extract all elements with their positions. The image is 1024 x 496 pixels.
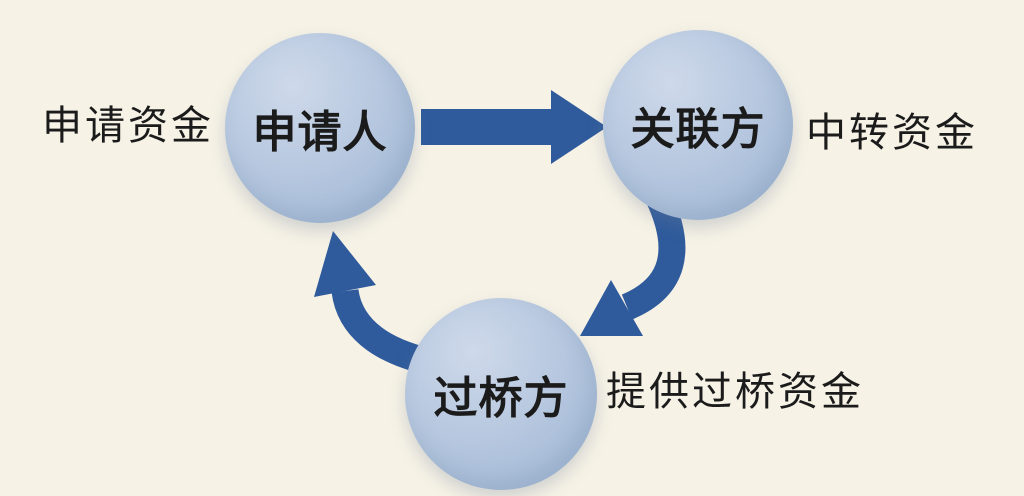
annotation-related-party: 中转资金 xyxy=(806,111,978,155)
node-bridge-party-label: 过桥方 xyxy=(433,374,569,423)
arrow-applicant-to-related-icon xyxy=(421,90,607,164)
node-applicant: 申请人 xyxy=(225,33,415,223)
node-bridge-party: 过桥方 xyxy=(405,298,597,490)
arrow-related-to-bridge-icon xyxy=(580,190,686,336)
node-applicant-label: 申请人 xyxy=(252,108,388,157)
annotation-bridge-party: 提供过桥资金 xyxy=(606,370,864,414)
arrow-bridge-to-applicant-icon xyxy=(314,231,434,376)
annotation-applicant: 申请资金 xyxy=(42,104,214,148)
node-related-party: 关联方 xyxy=(603,30,793,220)
node-related-party-label: 关联方 xyxy=(630,105,766,154)
